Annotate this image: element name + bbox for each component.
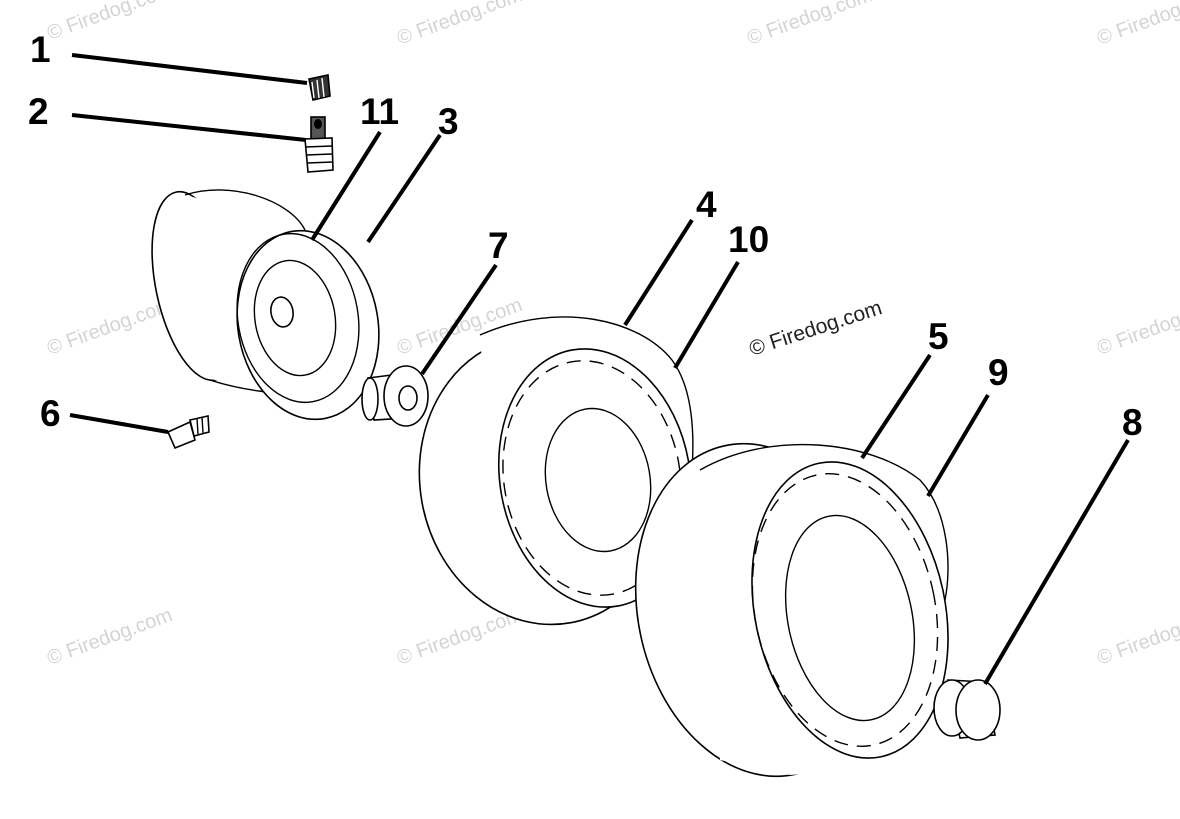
tire-part [418,316,694,626]
callout-11: 11 [360,91,399,132]
callout-10: 10 [728,219,769,260]
callout-5: 5 [928,316,949,357]
callout-9: 9 [988,352,1009,393]
watermark: © Firedog.com [44,294,175,360]
callout-8: 8 [1122,402,1143,443]
watermark: © Firedog.com [394,0,525,50]
callout-labels: 1 2 11 3 6 7 4 10 5 9 8 [28,29,1143,443]
callout-2: 2 [28,91,49,132]
callout-1: 1 [30,29,51,70]
callout-3: 3 [438,101,459,142]
valve-cap-part [308,74,331,101]
watermark: © Firedog.com [1094,604,1180,670]
valve-stem-part [304,116,334,173]
watermark: © Firedog.com [1094,294,1180,360]
watermark: © Firedog.com [44,0,175,45]
watermark: © Firedog.com [44,604,175,670]
callout-7: 7 [488,225,509,266]
bushing-part [361,365,429,427]
callout-4: 4 [696,184,717,225]
watermark-main: © Firedog.com [746,296,884,361]
watermark: © Firedog.com [744,0,875,50]
grease-fitting-part [166,415,210,450]
callout-6: 6 [40,393,61,434]
wheel-rim-part [151,189,380,421]
watermark: © Firedog.com [1094,0,1180,50]
tire-part [634,442,950,778]
leader-lines [69,53,1130,686]
hub-cap-part [933,679,1001,741]
